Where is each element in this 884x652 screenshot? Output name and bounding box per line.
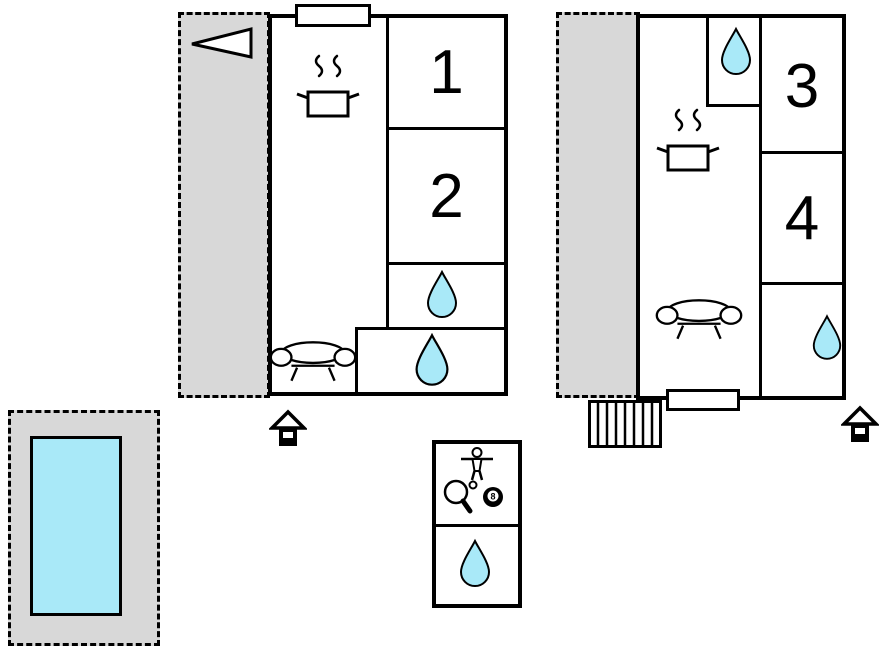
room-2-label: 2 <box>429 162 464 231</box>
water-drop-icon <box>457 538 493 590</box>
direction-arrow-icon <box>188 24 256 64</box>
wall-bath-bottom-left <box>355 327 358 392</box>
water-drop-icon <box>810 314 844 362</box>
pool-water <box>30 436 122 616</box>
room-4-label: 4 <box>784 184 820 253</box>
foosball-player-icon <box>460 446 494 482</box>
door-right-building-bottom <box>666 389 740 411</box>
wall-annex-divider <box>436 524 518 527</box>
water-drop-icon <box>424 270 460 320</box>
entrance-icon <box>269 408 307 452</box>
wall-bath-bottom-top <box>355 327 504 330</box>
room-1-label: 1 <box>429 38 464 107</box>
stairs-icon <box>588 400 662 448</box>
entrance-icon <box>841 404 879 448</box>
water-drop-icon <box>718 26 754 78</box>
wall-room1-room2 <box>389 127 504 130</box>
door-left-building-top <box>295 4 371 27</box>
table-tennis-paddle-icon <box>441 477 479 515</box>
room-3-label: 3 <box>784 52 820 121</box>
building-right <box>636 14 846 400</box>
sofa-icon <box>268 336 358 388</box>
billiard-8ball-icon: 8 <box>482 486 504 508</box>
water-drop-icon <box>412 333 452 388</box>
wall-left-vertical-main <box>386 18 389 330</box>
wall-top-bath-bottom <box>706 104 759 107</box>
wall-room3-room4 <box>762 151 842 154</box>
sofa-icon <box>654 294 744 346</box>
wall-room2-bath <box>389 262 504 265</box>
wall-room4-bath <box>762 282 842 285</box>
billiard-ball-number: 8 <box>490 492 495 502</box>
terrace-right <box>556 12 640 398</box>
stove-pot-icon <box>292 52 364 122</box>
wall-right-vertical-main <box>759 18 762 396</box>
wall-top-bath-left <box>706 18 709 107</box>
terrace-left <box>178 12 270 398</box>
stove-pot-icon <box>652 106 724 176</box>
